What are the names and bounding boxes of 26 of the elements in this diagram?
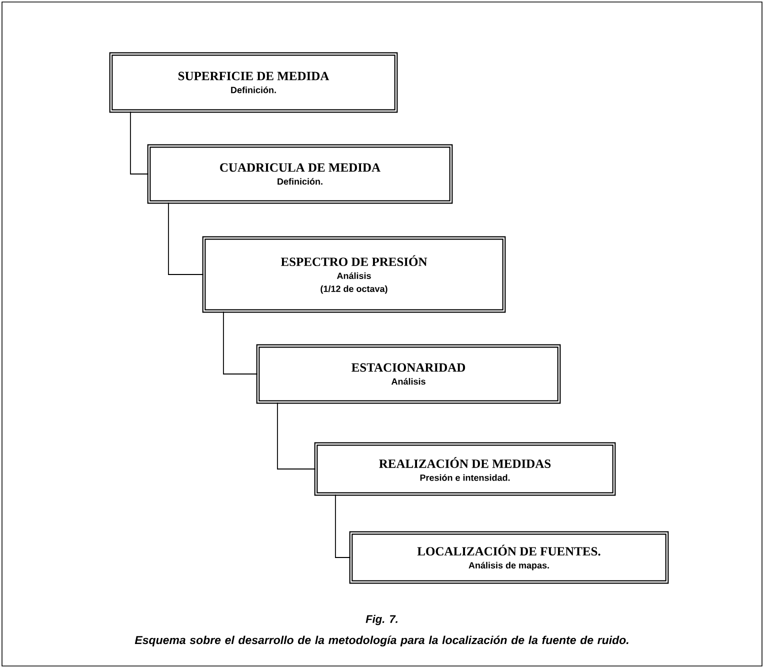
step-box [147, 144, 453, 204]
connector-line [130, 111, 149, 174]
box-subtitle: Presión e intensidad. [420, 474, 510, 481]
step-box [314, 442, 616, 496]
box-title: ESPECTRO DE PRESIÓN [280, 255, 428, 266]
connector-line [335, 494, 351, 558]
box-title: SUPERFICIE DE MEDIDA [178, 72, 330, 80]
box-subtitle: Análisis de mapas. [468, 562, 549, 570]
step-box [256, 344, 561, 404]
caption: Esquema sobre el desarrollo de la metodología para la localización de la fuente de ruido. [134, 636, 628, 646]
box-subtitle: (1/12 de octava) [320, 285, 388, 294]
box-title: CUADRICULA DE MEDIDA [220, 163, 380, 172]
step-box [349, 531, 669, 584]
figure-number: Fig. 7. [366, 614, 398, 626]
step-box [109, 52, 398, 113]
box-subtitle: Análisis [391, 378, 426, 385]
box-title: LOCALIZACIÓN DE FUENTES. [417, 544, 600, 556]
box-title: REALIZACIÓN DE MEDIDAS [379, 457, 551, 468]
box-subtitle: Definición. [231, 86, 276, 94]
connector-line [168, 202, 204, 275]
box-subtitle: Análisis [336, 272, 371, 280]
connector-line [223, 311, 258, 374]
connector-line [277, 402, 316, 470]
step-box [202, 236, 506, 313]
box-subtitle: Definición. [278, 178, 322, 185]
box-title: ESTACIONARIDAD [352, 363, 466, 372]
